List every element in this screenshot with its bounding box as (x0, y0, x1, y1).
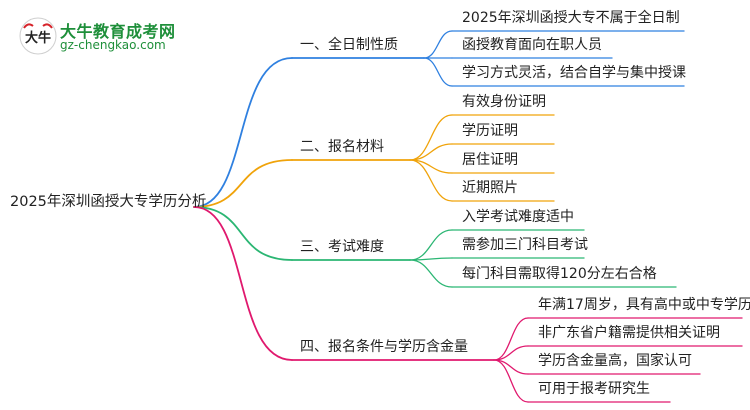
leaf-connector (409, 143, 453, 161)
branch-node[interactable]: 三、考试难度 (300, 239, 384, 255)
logo-site-url: gz-chengkao.com (60, 38, 166, 52)
leaf-connector (409, 114, 453, 161)
leaf-connector (409, 229, 453, 261)
branch-node[interactable]: 四、报名条件与学历含金量 (300, 339, 468, 355)
leaf-connector (493, 345, 529, 361)
leaf-node[interactable]: 年满17周岁，具有高中或中专学历 (538, 297, 750, 313)
branch-connector (193, 206, 293, 261)
leaf-node[interactable]: 每门科目需取得120分左右合格 (462, 266, 657, 282)
leaf-node[interactable]: 需参加三门科目考试 (462, 237, 588, 253)
leaf-node[interactable]: 居住证明 (462, 152, 518, 168)
leaf-connector (493, 359, 529, 403)
leaf-node[interactable]: 有效身份证明 (462, 94, 546, 110)
leaf-node[interactable]: 可用于报考研究生 (538, 381, 650, 397)
root-node[interactable]: 2025年深圳函授大专学历分析 (10, 194, 207, 210)
leaf-node[interactable]: 2025年深圳函授大专不属于全日制 (462, 10, 680, 26)
logo-site-name: 大牛教育成考网 (60, 22, 176, 41)
leaf-connector (493, 317, 529, 361)
leaf-node[interactable]: 函授教育面向在职人员 (462, 37, 602, 53)
leaf-connector (409, 159, 453, 202)
branch-node[interactable]: 二、报名材料 (300, 139, 384, 155)
leaf-node[interactable]: 学习方式灵活，结合自学与集中授课 (462, 65, 686, 81)
leaf-node[interactable]: 近期照片 (462, 180, 518, 196)
site-logo[interactable]: 大牛 大牛教育成考网 gz-chengkao.com (18, 16, 208, 56)
leaf-node[interactable]: 非广东省户籍需提供相关证明 (538, 325, 720, 341)
branch-connector (193, 57, 293, 208)
leaf-node[interactable]: 学历含金量高，国家认可 (538, 353, 692, 369)
leaf-connector (423, 30, 453, 59)
leaf-connector (423, 57, 453, 87)
bull-logo-icon: 大牛 (19, 17, 57, 55)
branch-node[interactable]: 一、全日制性质 (300, 37, 398, 53)
leaf-node[interactable]: 入学考试难度适中 (462, 209, 574, 225)
svg-text:大牛: 大牛 (25, 30, 51, 46)
leaf-connector (409, 259, 453, 288)
leaf-node[interactable]: 学历证明 (462, 123, 518, 139)
branch-connector (193, 159, 293, 208)
branch-connector (193, 206, 293, 361)
